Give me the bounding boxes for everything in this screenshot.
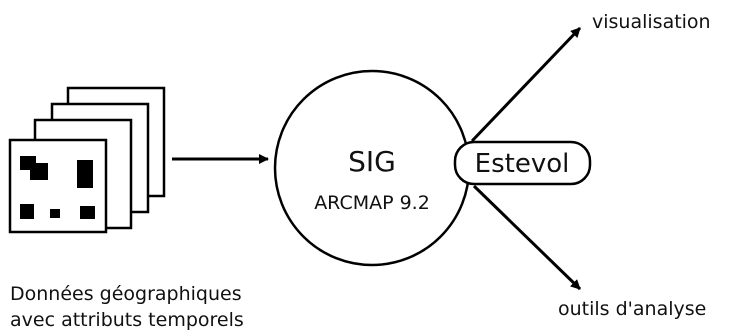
input-caption-line1: Données géographiques <box>10 283 242 305</box>
sig-title: SIG <box>348 145 396 178</box>
arrow-to-outils <box>472 184 582 291</box>
input-caption-line2: avec attributs temporels <box>10 309 244 331</box>
map-sheet-stack <box>8 86 166 234</box>
output-outils-analyse: outils d'analyse <box>558 298 706 320</box>
arrow-to-visualisation <box>470 26 582 143</box>
estevol-label: Estevol <box>475 149 570 179</box>
estevol-box <box>453 140 592 186</box>
sig-subtitle: ARCMAP 9.2 <box>314 192 430 214</box>
output-visualisation: visualisation <box>592 11 711 33</box>
map-features <box>20 156 95 219</box>
